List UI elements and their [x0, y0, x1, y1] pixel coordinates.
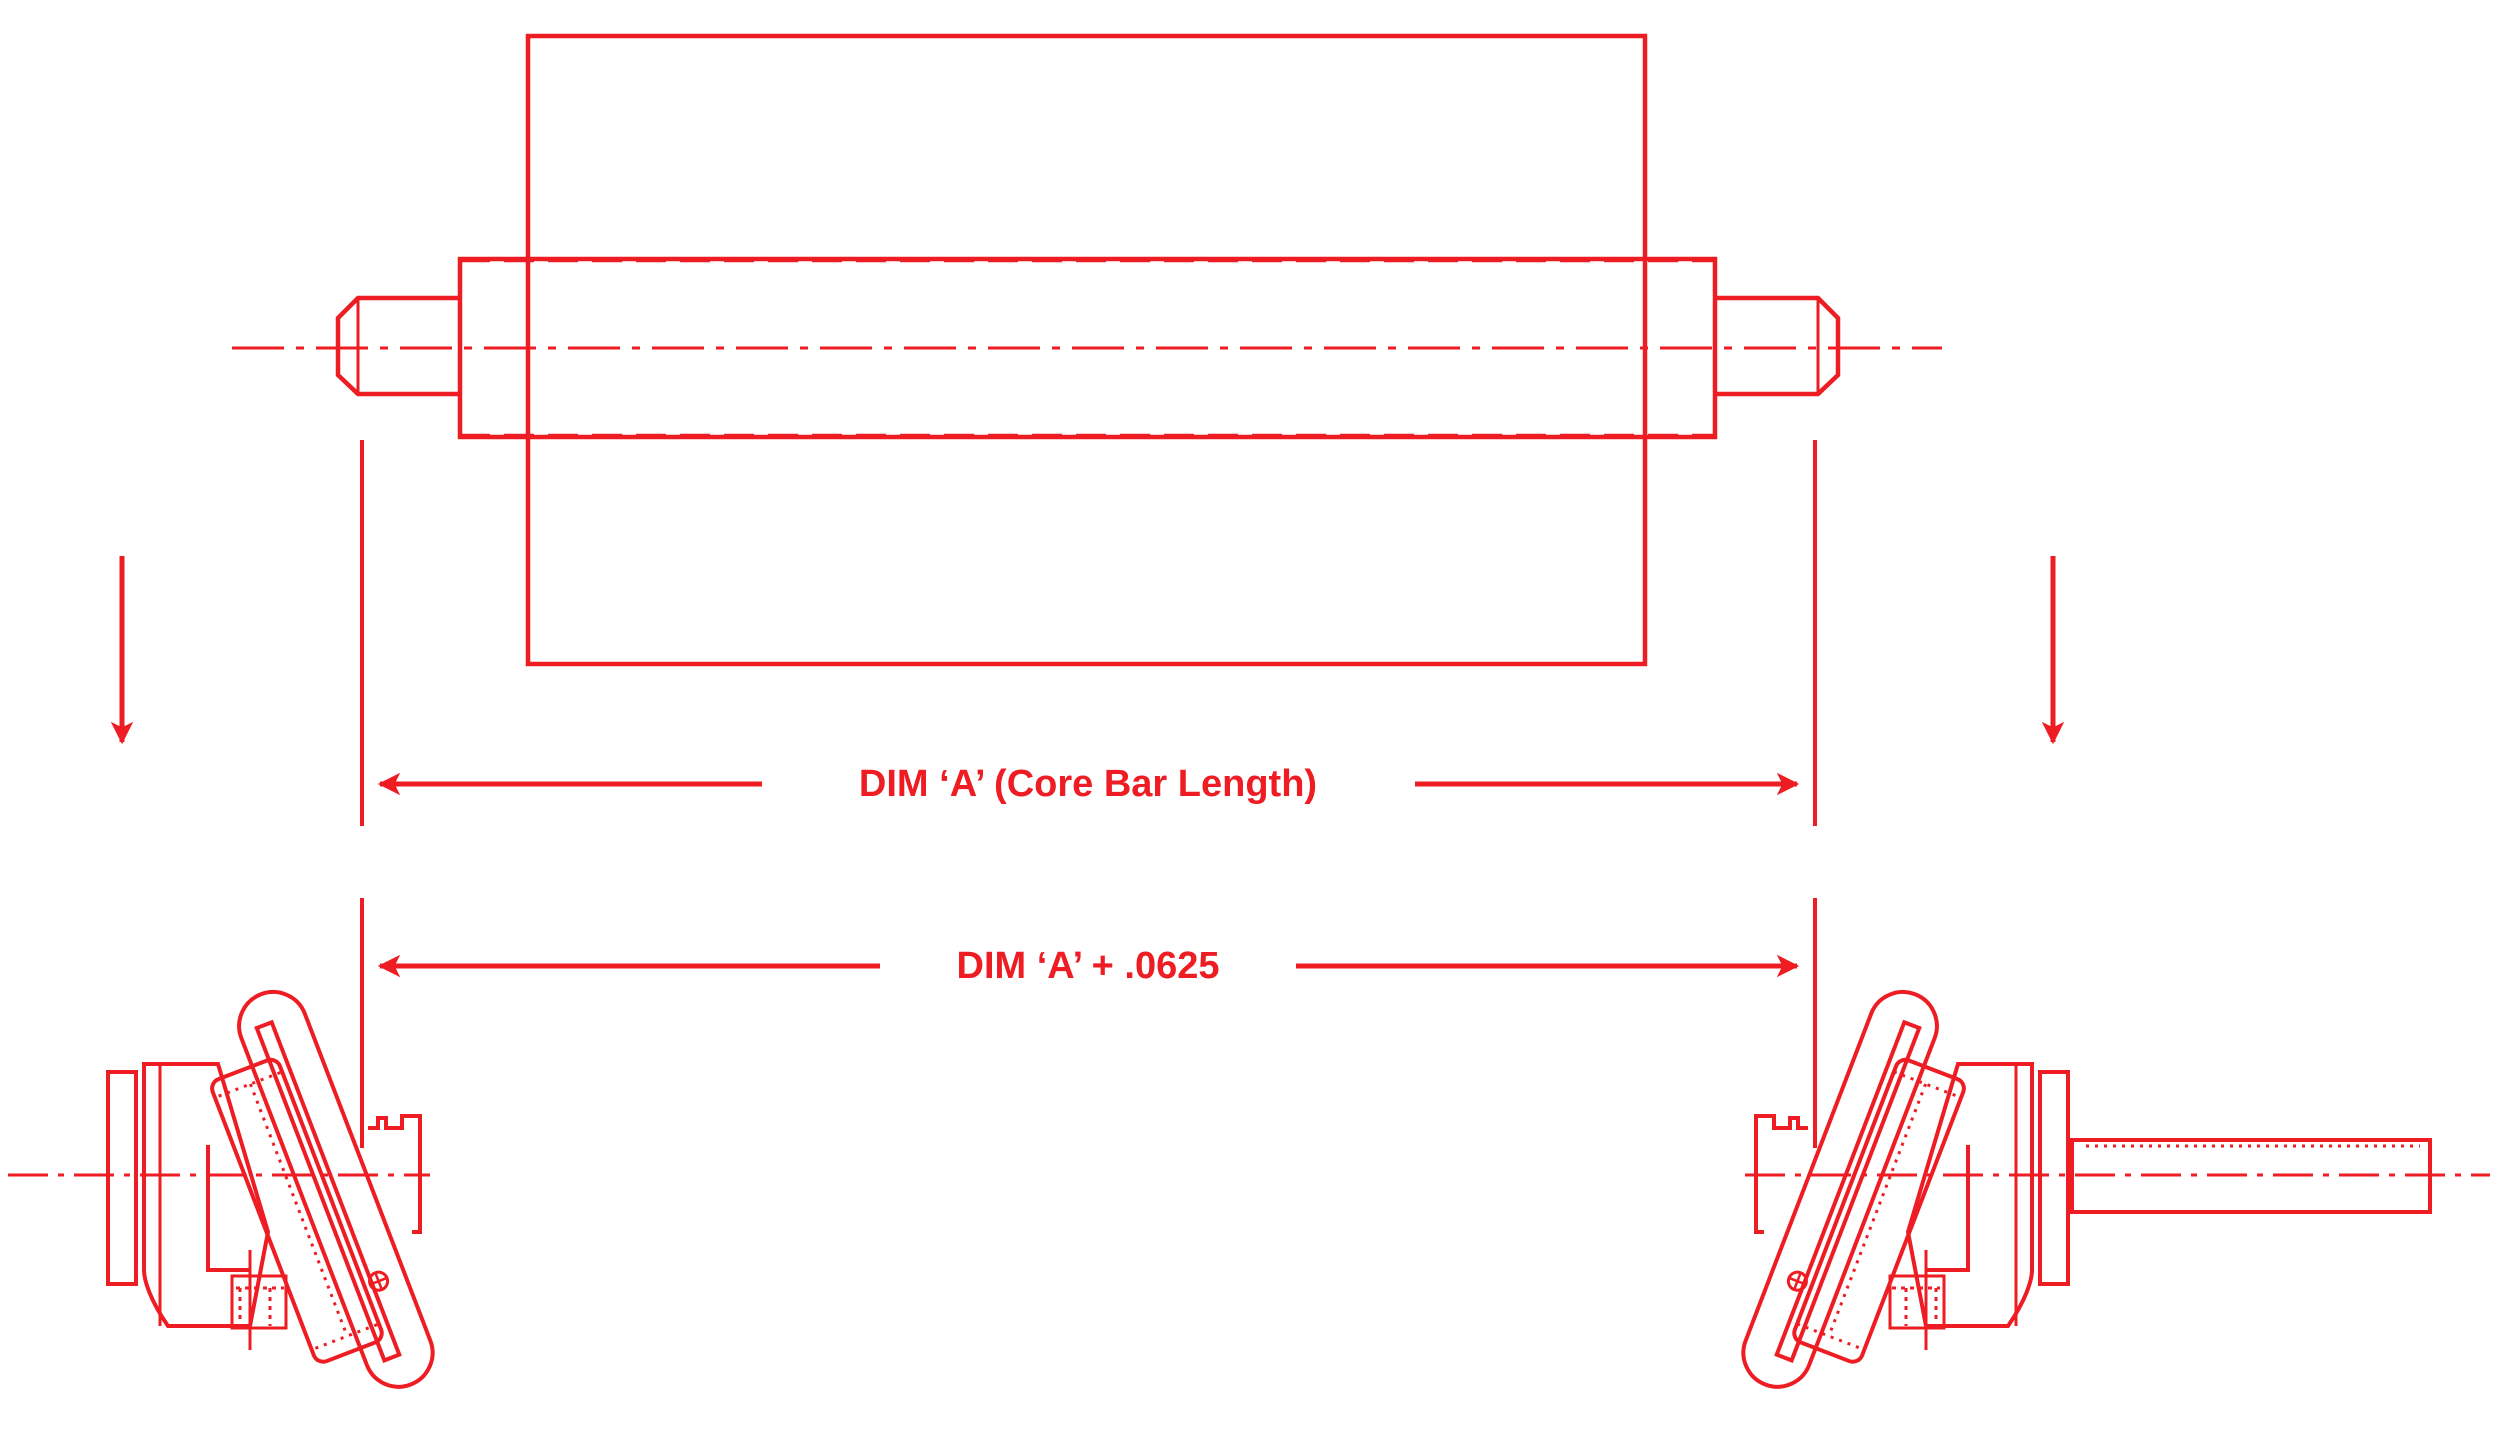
right-spindle-shaft: [2070, 1138, 2432, 1214]
roller-assembly: [232, 33, 1942, 667]
roller-body: [525, 33, 1648, 667]
dimension-a-plus-label: DIM ‘A’ + .0625: [957, 945, 1220, 987]
right-journal: [1715, 295, 1841, 397]
left-journal: [335, 295, 460, 397]
dimension-a-label: DIM ‘A’ (Core Bar Length): [859, 763, 1317, 805]
left-measuring-fixture: [8, 990, 435, 1389]
right-measuring-fixture: [1741, 990, 2490, 1389]
